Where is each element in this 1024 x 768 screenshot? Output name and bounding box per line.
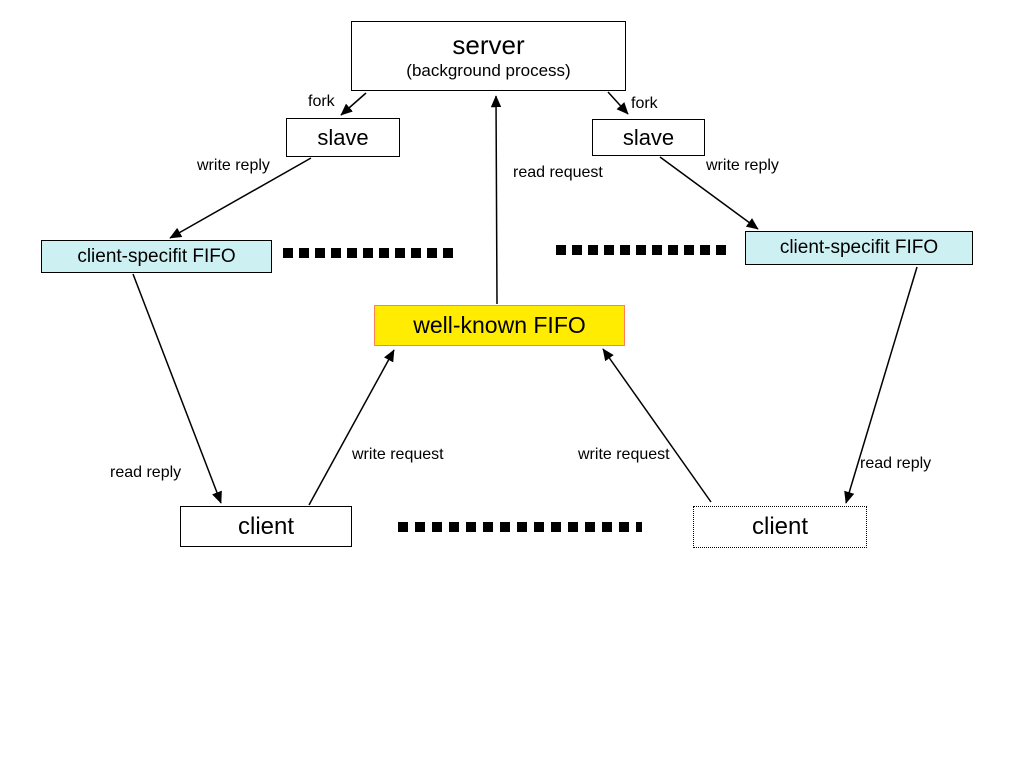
read-request-arrow <box>490 95 502 305</box>
write-request-right-label: write request <box>578 446 670 463</box>
client-specific-fifo-right-box: client-specifit FIFO <box>745 231 973 265</box>
read-reply-left-label: read reply <box>110 464 182 481</box>
client-specific-fifo-left-label: client-specifit FIFO <box>77 245 236 267</box>
write-reply-right-label: write reply <box>706 157 779 174</box>
fork-right-arrow <box>607 91 629 115</box>
well-known-fifo-box: well-known FIFO <box>374 305 625 346</box>
fork-right-label: fork <box>631 95 658 112</box>
slave-right-box: slave <box>592 119 705 156</box>
write-reply-left-label: write reply <box>197 157 270 174</box>
slave-left-label: slave <box>317 124 369 150</box>
well-known-fifo-label: well-known FIFO <box>413 312 586 338</box>
client-specific-fifo-right-label: client-specifit FIFO <box>779 237 939 258</box>
fork-left-label: fork <box>308 93 335 110</box>
server-title: server <box>452 30 525 61</box>
server-subtitle: (background process) <box>406 61 571 81</box>
server-box: server (background process) <box>351 21 626 91</box>
read-request-label: read request <box>513 164 603 181</box>
write-request-right-arrow <box>602 348 712 503</box>
slave-left-box: slave <box>286 118 400 157</box>
client-left-box: client <box>180 506 352 547</box>
read-reply-right-label: read reply <box>860 455 932 472</box>
client-specific-fifo-left-box: client-specifit FIFO <box>41 240 272 273</box>
write-request-left-label: write request <box>352 446 444 463</box>
write-request-left-arrow <box>308 349 395 506</box>
fork-left-arrow <box>340 92 367 116</box>
slave-right-label: slave <box>622 124 675 150</box>
client-left-label: client <box>237 512 295 540</box>
client-right-label: client <box>751 513 809 540</box>
client-right-box: client <box>693 506 867 548</box>
